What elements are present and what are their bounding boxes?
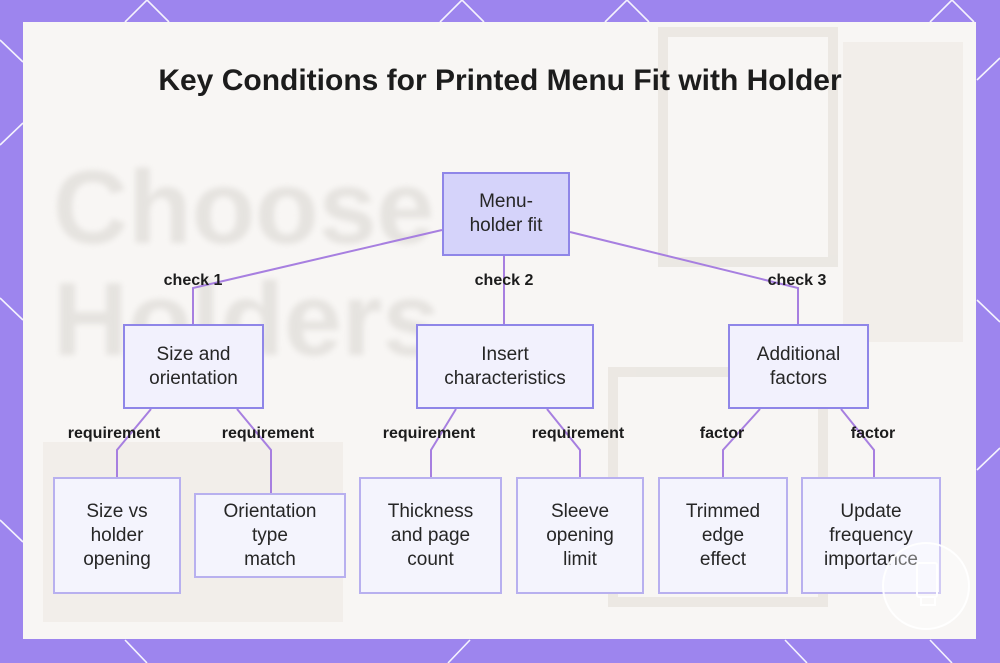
edge-label-factor: factor xyxy=(699,425,745,442)
edge-req1 xyxy=(116,408,152,477)
node-label: Additional factors xyxy=(756,343,841,389)
edge-req4 xyxy=(546,408,581,477)
node-label: Menu- holder fit xyxy=(469,191,543,236)
edge-factor1 xyxy=(722,408,761,477)
edge-req3 xyxy=(430,408,457,477)
edge-factor2 xyxy=(840,408,875,477)
node-update-frequency-importance: Update frequency importance xyxy=(801,477,941,594)
edge-label-factor: factor xyxy=(850,425,896,442)
node-label: Thickness and page count xyxy=(387,500,474,570)
edge-label-check-2: check 2 xyxy=(474,272,534,289)
edge-label-check-1: check 1 xyxy=(163,272,223,289)
node-label: Size and orientation xyxy=(149,343,238,389)
background-text: Choose Holders xyxy=(53,150,441,378)
node-orientation-type-match: Orientation type match xyxy=(194,493,346,578)
node-label: Trimmed edge effect xyxy=(685,500,761,570)
node-size-vs-holder-opening: Size vs holder opening xyxy=(53,477,181,594)
node-size-and-orientation: Size and orientation xyxy=(123,324,264,409)
edge-root-check1 xyxy=(192,229,443,324)
edge-label-requirement: requirement xyxy=(221,425,315,442)
node-label: Size vs holder opening xyxy=(83,500,151,570)
node-label: Sleeve opening limit xyxy=(546,500,614,570)
node-insert-characteristics: Insert characteristics xyxy=(416,324,594,409)
node-menu-holder-fit: Menu- holder fit xyxy=(442,172,570,256)
node-label: Orientation type match xyxy=(223,500,317,570)
edge-label-requirement: requirement xyxy=(382,425,476,442)
diagram-title: Key Conditions for Printed Menu Fit with… xyxy=(158,64,842,97)
edge-root-check3 xyxy=(569,231,799,324)
node-trimmed-edge-effect: Trimmed edge effect xyxy=(658,477,788,594)
node-label: Insert characteristics xyxy=(444,343,566,389)
edge-label-requirement: requirement xyxy=(531,425,625,442)
node-additional-factors: Additional factors xyxy=(728,324,869,409)
edge-req2 xyxy=(236,408,272,493)
device-watermark-icon xyxy=(882,542,970,630)
edge-label-requirement: requirement xyxy=(67,425,161,442)
node-thickness-and-page-count: Thickness and page count xyxy=(359,477,502,594)
edge-label-check-3: check 3 xyxy=(767,272,827,289)
node-sleeve-opening-limit: Sleeve opening limit xyxy=(516,477,644,594)
